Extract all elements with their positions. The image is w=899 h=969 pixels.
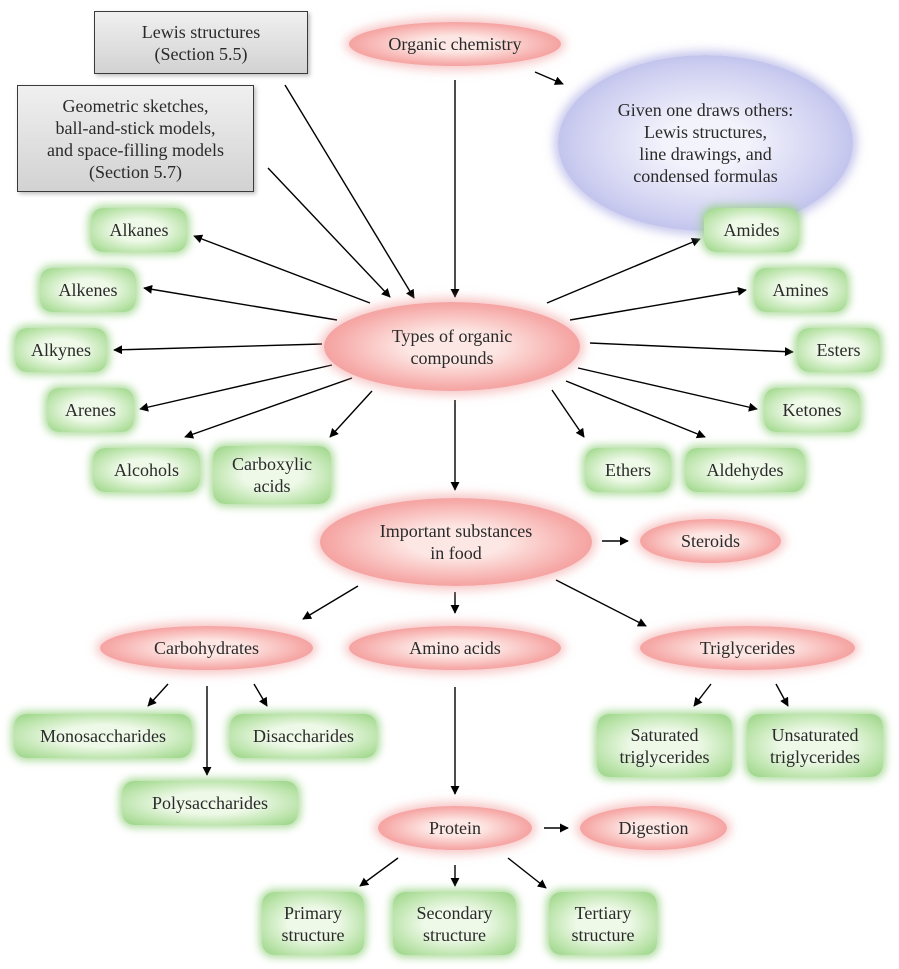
amino-acids-node: Amino acids <box>349 626 561 670</box>
steroids-node: Steroids <box>640 519 781 563</box>
given-one-draws-others-node: Given one draws others:Lewis structures,… <box>558 55 853 231</box>
organic-chemistry-node: Organic chemistry <box>349 22 561 66</box>
protein-node: Protein <box>378 806 532 850</box>
arrow-protein-to-tertiary <box>507 857 547 889</box>
triglycerides-node: Triglycerides <box>640 626 855 670</box>
arrow-types-to-alkynes <box>113 343 323 355</box>
arrow-types-to-alkenes <box>143 284 338 321</box>
arrow-types-to-ethers <box>551 389 585 438</box>
digestion-node: Digestion <box>580 806 727 850</box>
arrow-carbohydrates-to-di <box>253 683 268 707</box>
disaccharides-node: Disaccharides <box>230 714 377 758</box>
amides-node: Amides <box>704 208 799 252</box>
arrow-types-to-arenes <box>139 364 333 412</box>
alkenes-node: Alkenes <box>40 268 136 312</box>
arrow-lewis-to-types <box>284 84 415 299</box>
carbohydrates-node: Carbohydrates <box>100 626 313 670</box>
aldehydes-node: Aldehydes <box>685 448 805 492</box>
arrow-protein-to-primary <box>359 857 399 887</box>
alkynes-node: Alkynes <box>15 328 107 372</box>
arrow-important-to-carbohydrates <box>302 585 359 620</box>
arrow-organic-to-given <box>534 71 564 85</box>
arrow-geometric-to-types <box>267 167 391 298</box>
arrow-types-to-aldehydes <box>565 380 706 439</box>
arrow-types-to-amines <box>569 286 747 321</box>
arrow-carbohydrates-to-mono <box>147 683 169 707</box>
alcohols-node: Alcohols <box>93 448 200 492</box>
arrow-types-to-ketones <box>577 367 758 412</box>
lewis-structures-box: Lewis structures(Section 5.5) <box>94 11 308 74</box>
arrow-types-to-alcohols <box>184 377 353 439</box>
arrow-types-to-carboxylic <box>329 390 373 438</box>
amines-node: Amines <box>754 268 847 312</box>
alkanes-node: Alkanes <box>91 208 187 252</box>
arenes-node: Arenes <box>47 388 134 432</box>
monosaccharides-node: Monosaccharides <box>14 714 192 758</box>
arrow-types-to-amides <box>546 237 701 304</box>
polysaccharides-node: Polysaccharides <box>122 781 298 825</box>
arrow-types-to-esters <box>589 342 794 357</box>
arrow-triglycerides-to-unsaturated <box>775 683 789 707</box>
geometric-sketches-box: Geometric sketches,ball-and-stick models… <box>17 85 254 192</box>
arrow-important-to-triglycerides <box>555 579 647 627</box>
ketones-node: Ketones <box>764 388 860 432</box>
arrow-types-to-alkanes <box>193 234 371 304</box>
esters-node: Esters <box>797 328 880 372</box>
arrow-triglycerides-to-saturated <box>693 683 712 707</box>
ethers-node: Ethers <box>585 448 671 492</box>
